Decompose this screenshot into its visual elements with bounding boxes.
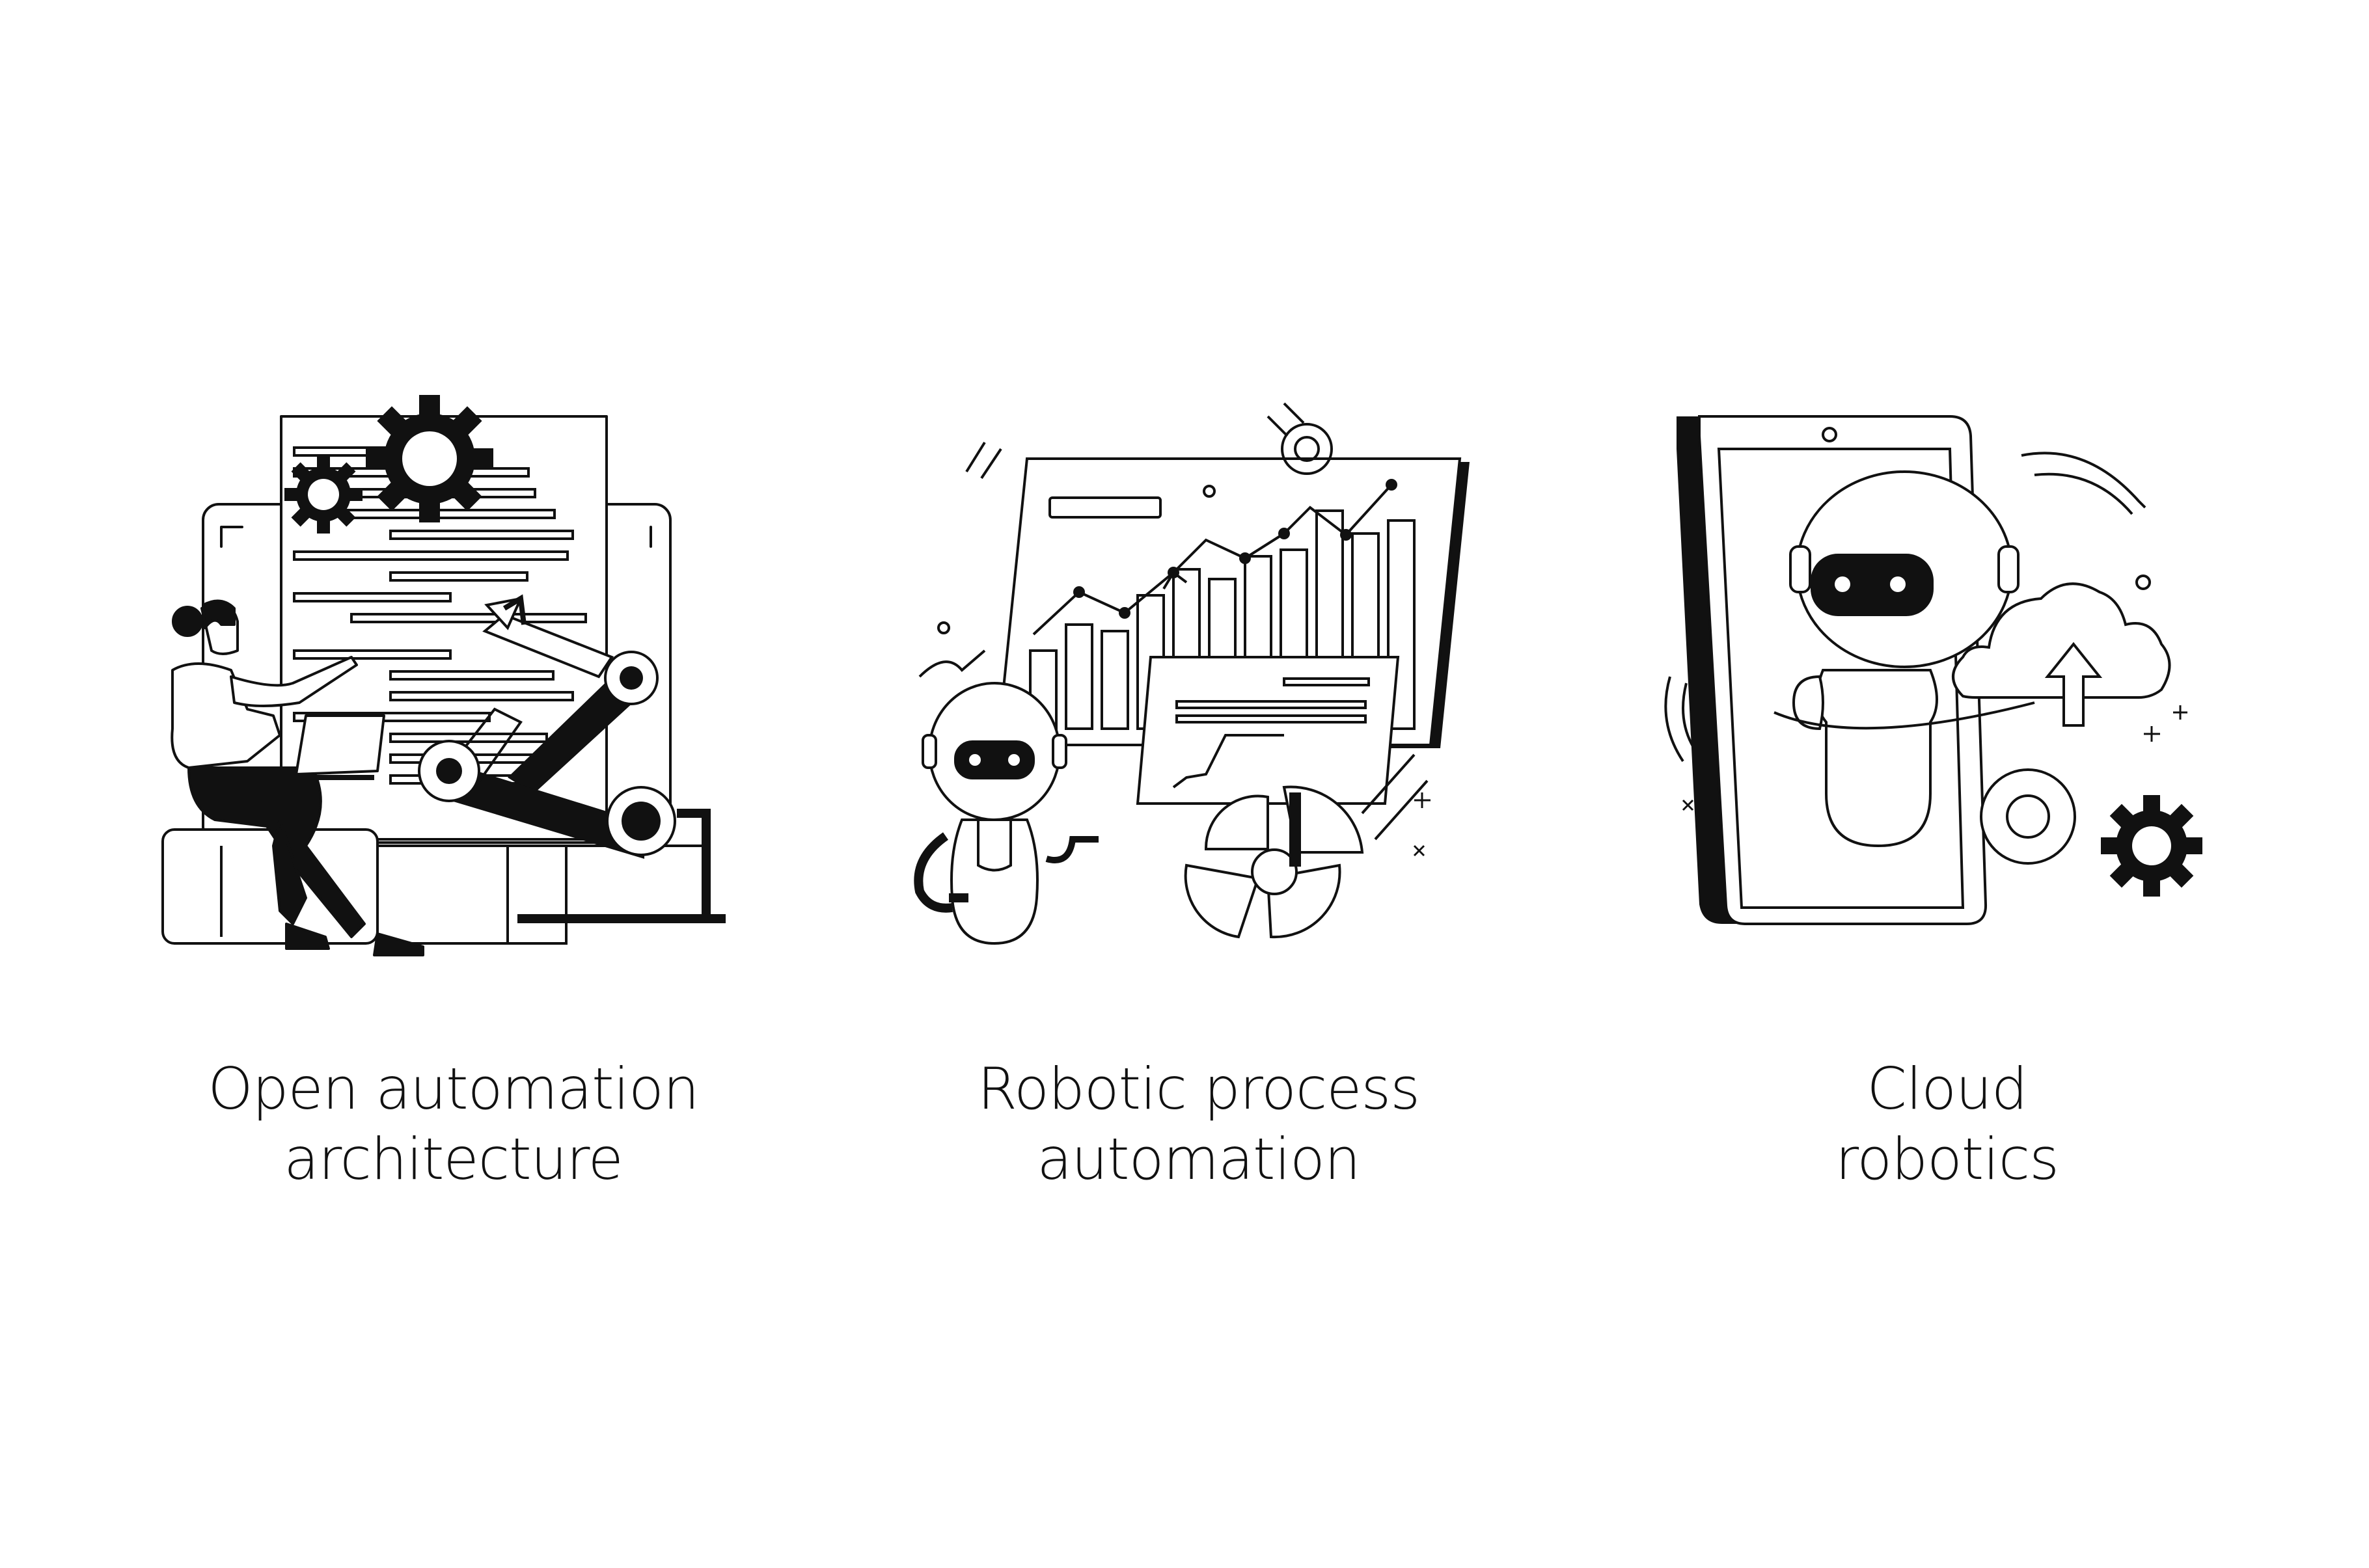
frame-corner-tl: [220, 526, 243, 548]
robotic-arm-icon: [418, 594, 726, 923]
caption-line-1: Cloud: [1867, 1055, 2027, 1122]
gear-icon: [284, 455, 363, 534]
caption-open-automation: Open automation architecture: [59, 1054, 848, 1195]
analytics-window: [1136, 656, 1400, 805]
robot-icon: [1773, 470, 2035, 848]
cloud-robotics-illustration: [1664, 415, 2202, 925]
cloud-upload-icon: [1952, 582, 2171, 727]
illustration-open-automation: Open automation architecture: [0, 0, 789, 1568]
caption-line-1: Robotic process: [977, 1055, 1420, 1122]
pie-chart-icon: [1184, 753, 1429, 939]
caption-line-2: architecture: [284, 1126, 623, 1193]
gear-icon: [366, 395, 493, 522]
gear-icon: [1281, 423, 1333, 475]
illustration-cloud-robotics: Cloud robotics: [1579, 0, 2368, 1568]
open-automation-illustration: [161, 395, 726, 956]
caption-line-1: Open automation: [208, 1055, 699, 1122]
rpa-illustration: [914, 402, 1470, 945]
caption-cloud-robotics: Cloud robotics: [1552, 1054, 2342, 1195]
caption-line-2: robotics: [1835, 1126, 2059, 1193]
caption-line-2: automation: [1037, 1126, 1360, 1193]
bench: [161, 828, 709, 945]
robot-icon: [914, 682, 1099, 945]
board-title-bar: [1048, 496, 1162, 519]
illustration-robotic-process-automation: Robotic process automation: [789, 0, 1579, 1568]
gear-icon: [1980, 768, 2076, 865]
person-icon: [171, 599, 424, 956]
trend-line: [1032, 483, 1393, 636]
gear-icon: [2101, 795, 2202, 897]
caption-robotic-process-automation: Robotic process automation: [804, 1054, 1593, 1195]
